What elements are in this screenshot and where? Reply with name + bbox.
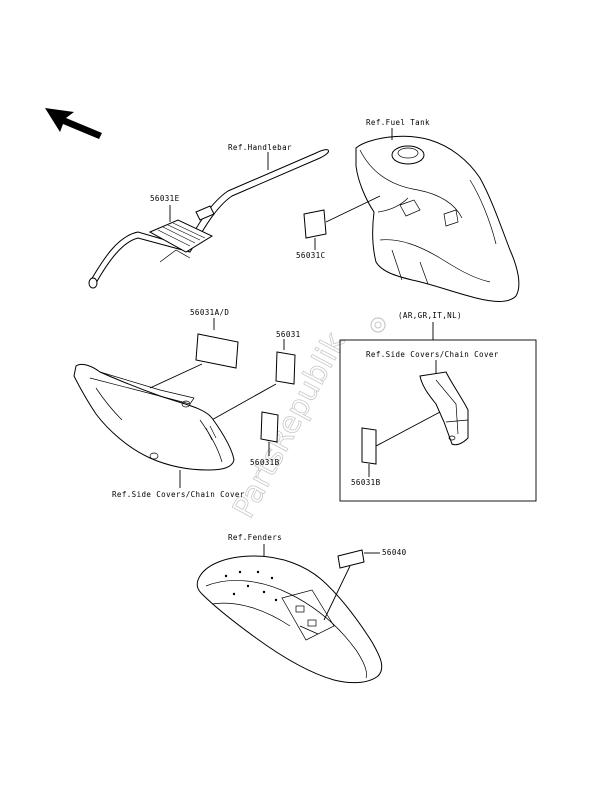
- label-region-note: (AR,GR,IT,NL): [398, 311, 462, 320]
- label-56031b-left: 56031B: [250, 458, 280, 467]
- label-56031ad: 56031A/D: [190, 308, 229, 317]
- label-handlebar-ref: Ref.Handlebar: [228, 143, 292, 152]
- handlebar-drawing: [88, 149, 329, 289]
- decal-56040: [337, 549, 365, 569]
- label-56031: 56031: [276, 330, 301, 339]
- leader-56031ad-to-cover: [149, 363, 203, 389]
- side-cover-drawing: [73, 363, 235, 471]
- label-side-covers-ref-left: Ref.Side Covers/Chain Cover: [112, 490, 245, 499]
- label-56031e: 56031E: [150, 194, 180, 203]
- label-side-covers-ref-box: Ref.Side Covers/Chain Cover: [366, 350, 499, 359]
- rear-fender-drawing: [196, 555, 383, 684]
- decal-56031b-box: [361, 427, 377, 465]
- fuel-tank-drawing: [355, 135, 520, 302]
- region-box: [339, 339, 537, 502]
- leader-56031c-to-tank: [325, 195, 381, 223]
- label-fuel-tank-ref: Ref.Fuel Tank: [366, 118, 430, 127]
- label-56040: 56040: [382, 548, 407, 557]
- label-fenders-ref: Ref.Fenders: [228, 533, 282, 542]
- decal-56031ad: [195, 333, 239, 369]
- label-56031b-box: 56031B: [351, 478, 381, 487]
- decal-56031c: [303, 209, 327, 239]
- label-56031c: 56031C: [296, 251, 326, 260]
- decal-56031b-left: [260, 411, 279, 443]
- decal-56031: [275, 351, 296, 385]
- direction-arrow-icon: [45, 108, 102, 139]
- chain-cover-drawing: [419, 371, 469, 446]
- leader-56040-to-fender: [323, 565, 351, 621]
- leader-56031b-box-to-cover: [375, 411, 441, 447]
- watermark-gear-icon: [370, 317, 386, 333]
